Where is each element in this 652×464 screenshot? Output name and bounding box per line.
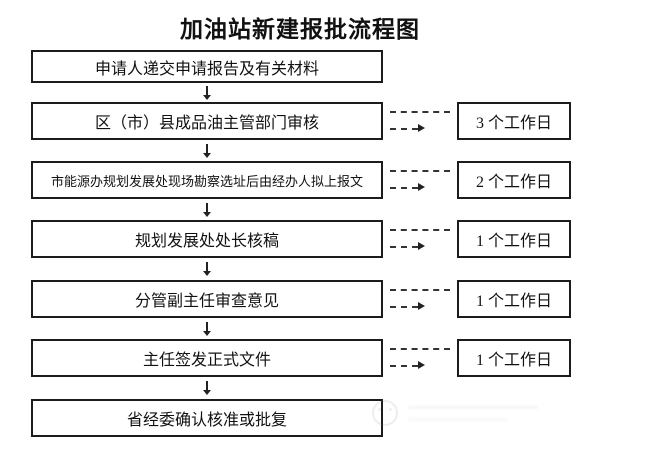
down-arrow-icon xyxy=(203,262,211,276)
duration-label: 1 个工作日 xyxy=(475,352,552,369)
dashed-arrow-icon xyxy=(390,124,425,132)
dashed-connector xyxy=(390,220,454,258)
duration-label: 1 个工作日 xyxy=(475,233,552,250)
flow-step-district-review: 区（市）县成品油主管部门审核 xyxy=(31,102,383,140)
duration-label: 3 个工作日 xyxy=(475,115,552,132)
flow-step-label: 分管副主任审查意见 xyxy=(134,293,279,310)
flow-step-site-survey: 市能源办规划发展处现场勘察选址后由经办人拟上报文 xyxy=(31,161,383,199)
duration-label: 1 个工作日 xyxy=(475,293,552,310)
dashed-arrow-icon xyxy=(390,361,425,369)
flow-step-label: 市能源办规划发展处现场勘察选址后由经办人拟上报文 xyxy=(50,173,363,189)
flow-step-label: 区（市）县成品油主管部门审核 xyxy=(94,115,319,132)
flow-step-label: 省经委确认核准或批复 xyxy=(126,412,287,429)
flow-step-provincial-approval: 省经委确认核准或批复 xyxy=(31,399,383,437)
flow-step-label: 规划发展处处长核稿 xyxy=(134,233,279,250)
duration-box: 2 个工作日 xyxy=(457,161,571,199)
dashed-connector xyxy=(390,102,454,140)
flow-step-label: 申请人递交申请报告及有关材料 xyxy=(94,60,319,78)
watermark xyxy=(368,398,548,434)
down-arrow-icon xyxy=(203,203,211,217)
down-arrow-icon xyxy=(203,322,211,336)
dashed-connector xyxy=(390,339,454,377)
flow-step-director-sign-off: 主任签发正式文件 xyxy=(31,339,383,377)
down-arrow-icon xyxy=(203,86,211,100)
flow-step-label: 主任签发正式文件 xyxy=(142,352,271,369)
dashed-line xyxy=(390,348,450,350)
duration-box: 1 个工作日 xyxy=(457,339,571,377)
duration-box: 3 个工作日 xyxy=(457,102,571,140)
dashed-connector xyxy=(390,161,454,199)
dashed-arrow-icon xyxy=(390,183,425,191)
down-arrow-icon xyxy=(203,144,211,158)
duration-box: 1 个工作日 xyxy=(457,280,571,318)
flow-step-division-chief-review: 规划发展处处长核稿 xyxy=(31,220,383,258)
dashed-line xyxy=(390,170,450,172)
dashed-line xyxy=(390,229,450,231)
dashed-line xyxy=(390,111,450,113)
flow-step-deputy-director-review: 分管副主任审查意见 xyxy=(31,280,383,318)
dashed-connector xyxy=(390,280,454,318)
duration-label: 2 个工作日 xyxy=(475,174,552,191)
dashed-arrow-icon xyxy=(390,242,425,250)
duration-box: 1 个工作日 xyxy=(457,220,571,258)
down-arrow-icon xyxy=(203,381,211,395)
dashed-line xyxy=(390,289,450,291)
page-title: 加油站新建报批流程图 xyxy=(180,17,420,42)
dashed-arrow-icon xyxy=(390,302,425,310)
flow-step-submit-application: 申请人递交申请报告及有关材料 xyxy=(31,50,383,83)
